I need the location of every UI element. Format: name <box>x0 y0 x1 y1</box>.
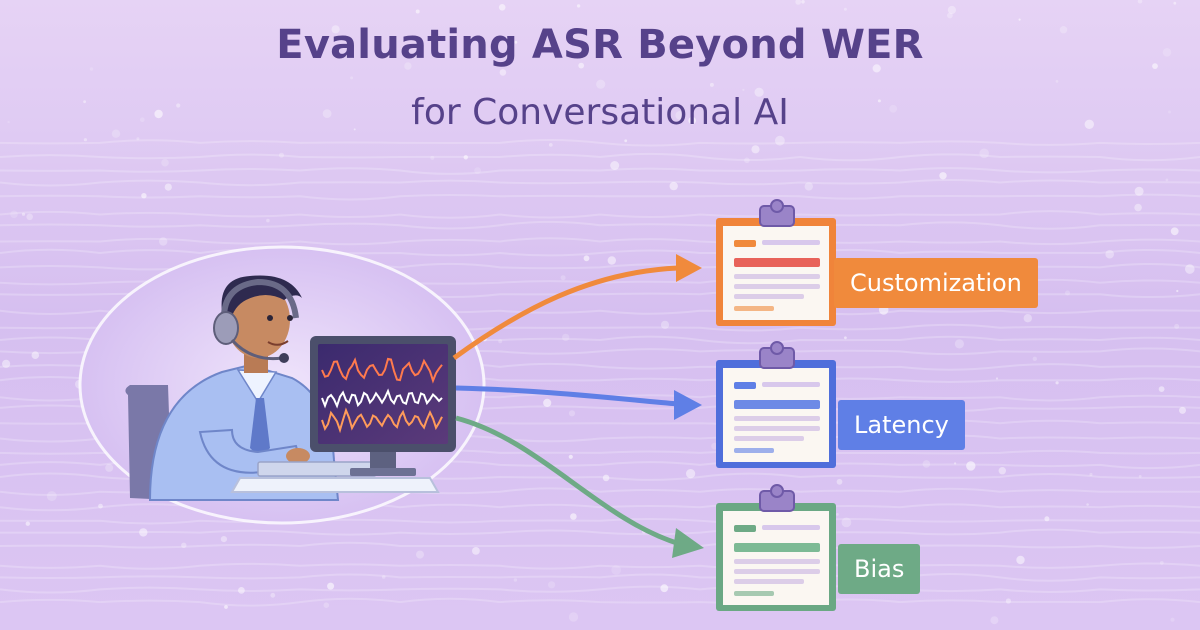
metric-customization: Customization <box>834 258 1038 308</box>
arrow-to-latency <box>455 385 702 420</box>
agent-scene <box>78 245 486 525</box>
clipboard-checklist-icon <box>716 484 836 611</box>
title-line-2: for Conversational AI <box>411 92 789 133</box>
metric-latency: Latency <box>838 400 965 450</box>
headset-agent-icon <box>148 275 340 501</box>
clipboard-checklist-icon <box>716 341 836 468</box>
arrow-to-customization <box>452 254 702 361</box>
waveform-monitor-icon <box>310 336 456 476</box>
title-line-1: Evaluating ASR Beyond WER <box>276 22 924 68</box>
clipboard-checklist-icon <box>716 199 836 326</box>
metric-bias: Bias <box>838 544 921 594</box>
arrow-to-bias <box>455 415 704 558</box>
